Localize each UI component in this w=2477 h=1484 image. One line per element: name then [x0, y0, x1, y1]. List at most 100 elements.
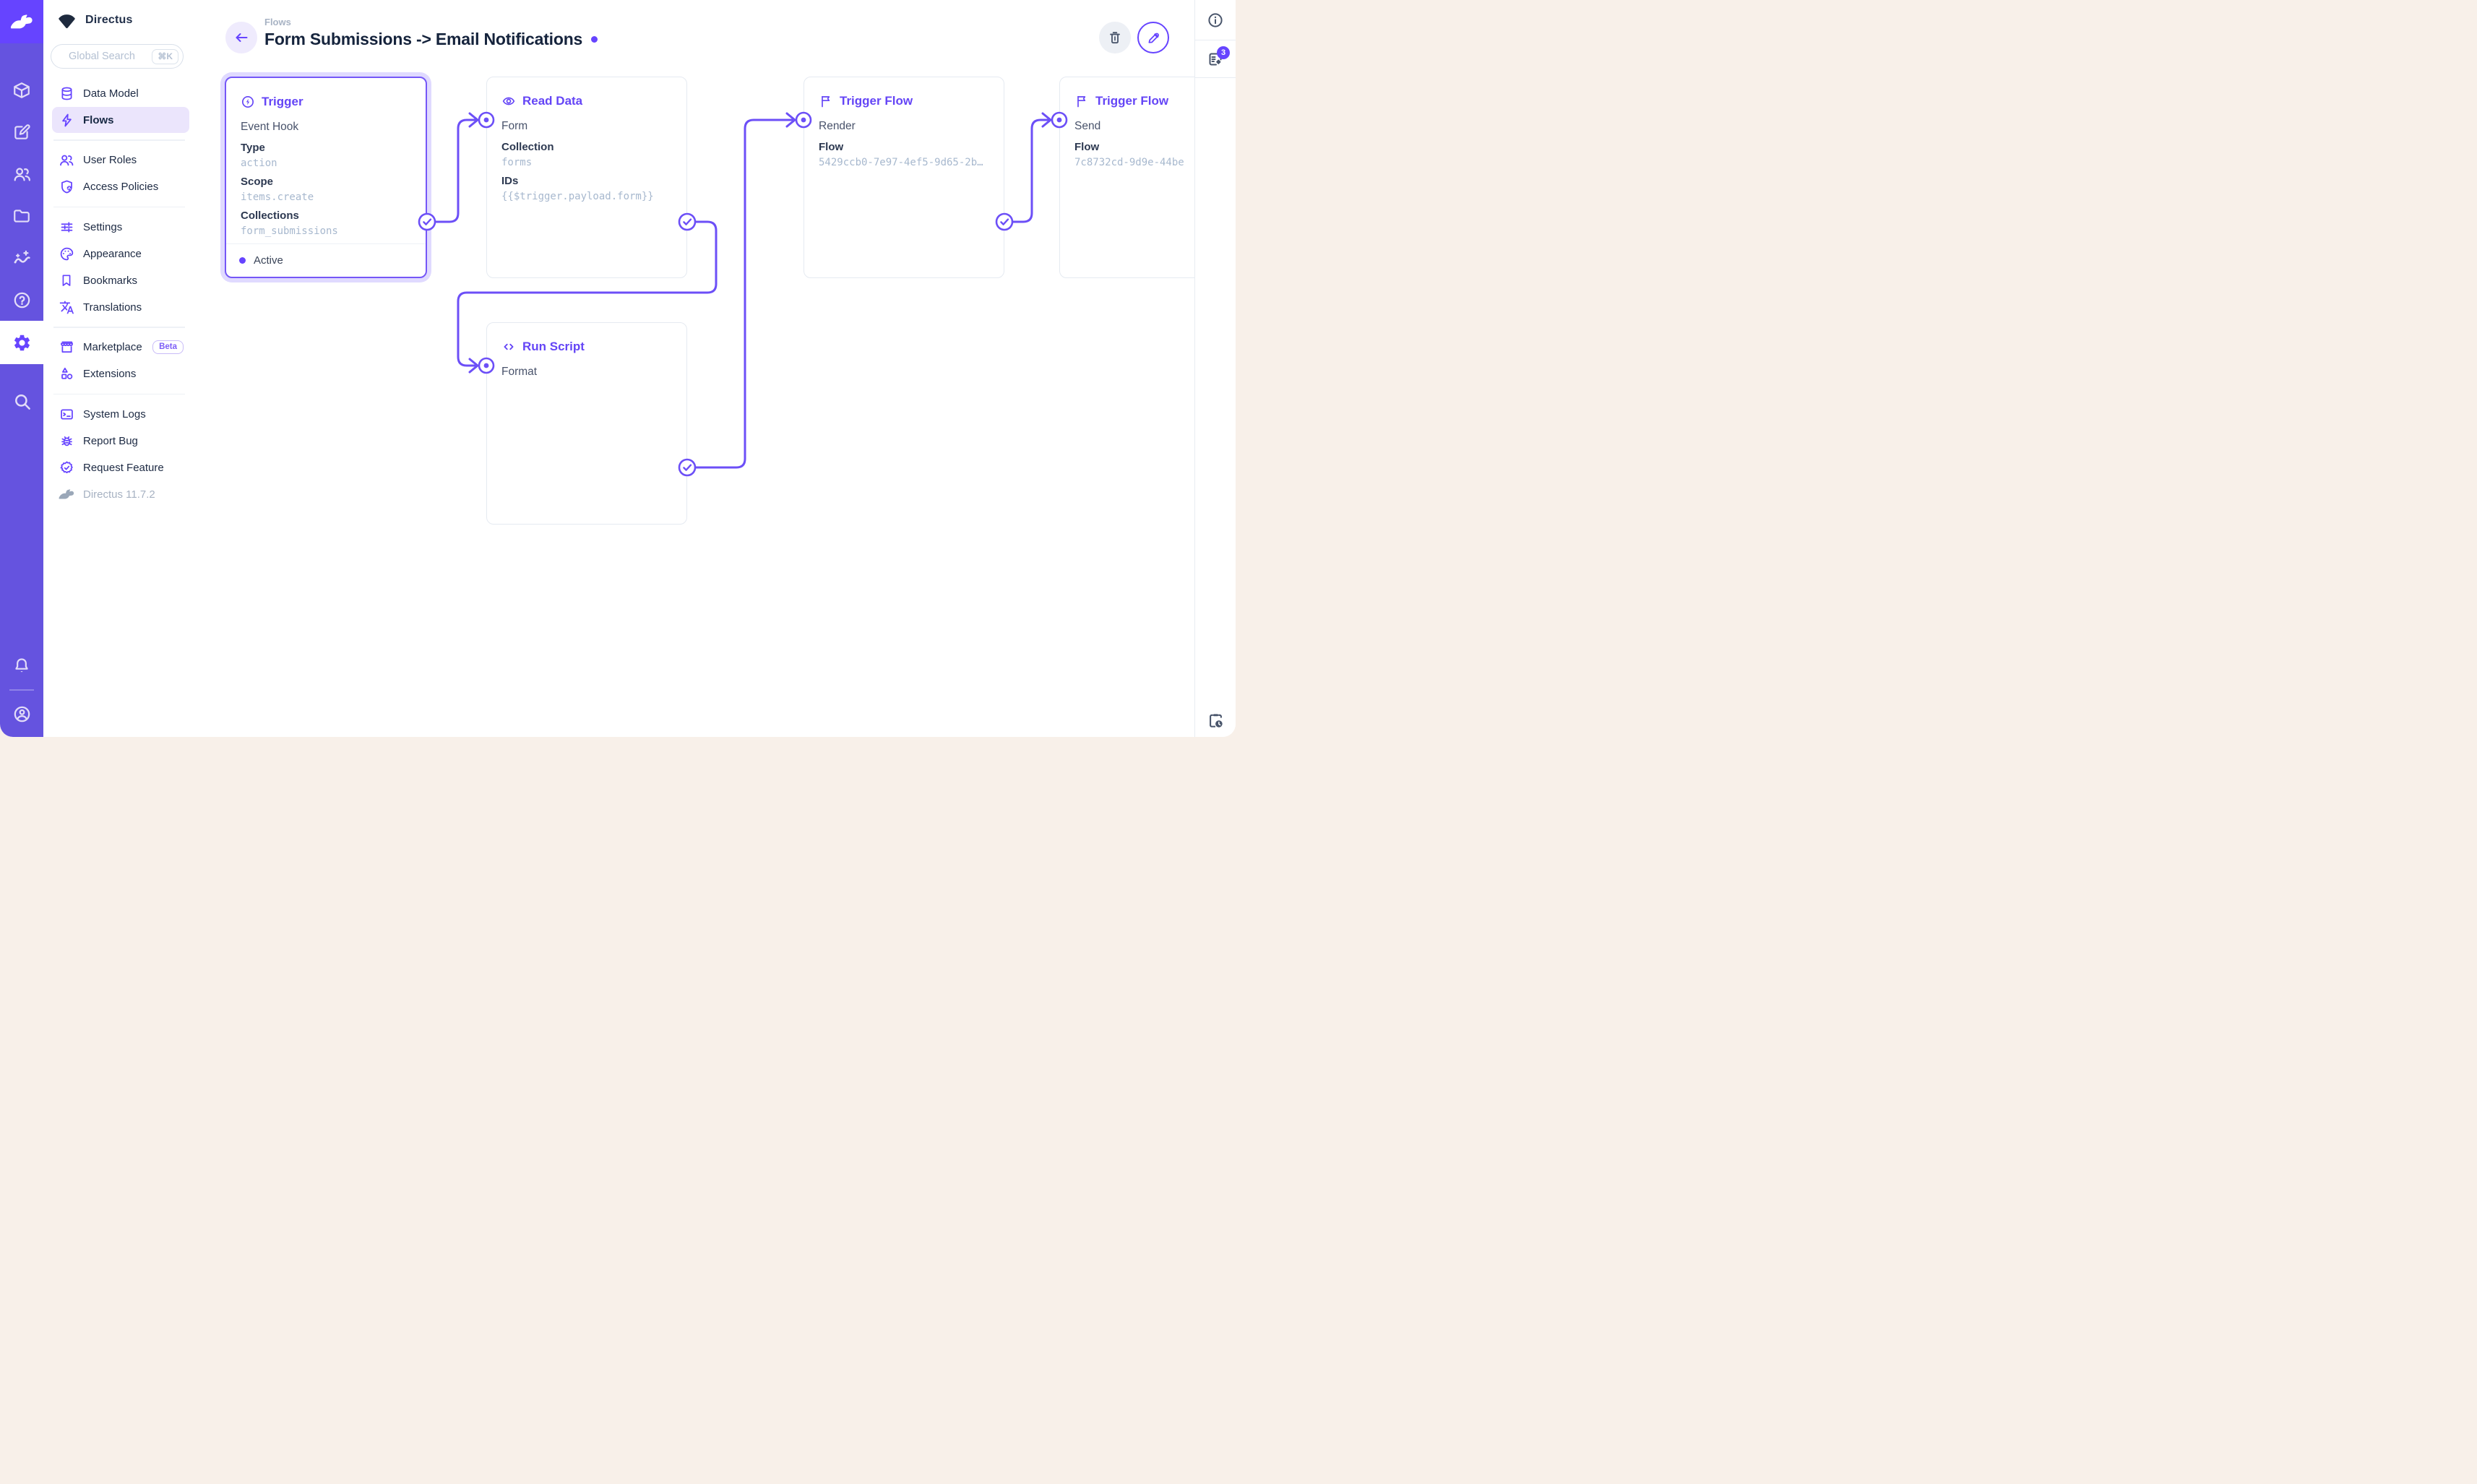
- module-item-editor[interactable]: [0, 111, 43, 153]
- shield-person-icon: [58, 179, 75, 194]
- flow-node-trigger-flow-send[interactable]: Trigger Flow Send Flow 7c8732cd-9d9e-44b…: [1059, 77, 1194, 278]
- flow-node-run-script[interactable]: Run Script Format: [486, 322, 687, 525]
- bolt-circle-icon: [241, 95, 254, 108]
- sidebar-item-label: Marketplace: [83, 341, 142, 353]
- directus-logo-module[interactable]: [0, 0, 43, 43]
- rabbit-gray-icon: [58, 488, 75, 501]
- node-input-label: Format: [501, 366, 538, 378]
- nav-divider: [53, 327, 185, 328]
- bookmark-icon: [58, 273, 75, 288]
- beta-badge: Beta: [152, 340, 184, 354]
- wire-run-script-to-trigger-flow-render: [694, 118, 793, 469]
- node-field: Type action: [241, 142, 277, 169]
- node-field: Scope items.create: [241, 176, 314, 203]
- sidebar-item-label: Access Policies: [83, 181, 159, 193]
- node-field: IDs {{$trigger.payload.form}}: [501, 175, 654, 202]
- translate-icon: [58, 300, 75, 315]
- sidebar-item-data-model[interactable]: Data Model: [52, 80, 189, 106]
- wire-arrowhead: [785, 112, 796, 128]
- flow-node-trigger-flow-render[interactable]: Trigger Flow Render Flow 5429ccb0-7e97-4…: [804, 77, 1004, 278]
- sidebar-item-flows[interactable]: Flows: [52, 107, 189, 133]
- status-label: Active: [254, 254, 283, 267]
- sidebar-item-appearance[interactable]: Appearance: [52, 241, 189, 267]
- app-window: Directus ⌘K Data Model: [0, 0, 1236, 737]
- search-icon: [14, 394, 30, 410]
- delete-flow-button[interactable]: [1099, 22, 1131, 53]
- node-field: Collection forms: [501, 141, 554, 168]
- module-item-user-directory[interactable]: [0, 153, 43, 195]
- sidebar-item-user-roles[interactable]: User Roles: [52, 147, 189, 173]
- help-icon: [14, 292, 30, 308]
- eye-icon: [502, 97, 515, 105]
- nav-divider: [53, 393, 185, 394]
- module-item-insights[interactable]: [0, 237, 43, 279]
- module-bar-divider: [9, 689, 34, 691]
- tune-icon: [58, 220, 75, 235]
- flow-canvas[interactable]: Trigger Event Hook Type action Scope ite…: [195, 0, 1194, 737]
- project-chip[interactable]: Directus: [43, 0, 195, 29]
- module-item-files[interactable]: [0, 195, 43, 237]
- shapes-icon: [58, 366, 75, 381]
- right-sidebar: 3: [1194, 0, 1236, 737]
- node-field: Flow 5429ccb0-7e97-4ef5-9d65-2b…: [819, 141, 983, 168]
- sidebar-item-request-feature[interactable]: Request Feature: [52, 454, 189, 480]
- trash-icon: [1110, 32, 1120, 44]
- sidebar-item-label: Request Feature: [83, 461, 164, 474]
- back-button[interactable]: [225, 22, 257, 53]
- sidebar-item-label: Appearance: [83, 247, 142, 260]
- module-item-search[interactable]: [0, 380, 43, 422]
- sidebar-item-system-logs[interactable]: System Logs: [52, 401, 189, 427]
- sidebar-item-extensions[interactable]: Extensions: [52, 361, 189, 387]
- sidebar-item-bookmarks[interactable]: Bookmarks: [52, 267, 189, 293]
- user-menu-button[interactable]: [0, 698, 43, 730]
- project-logo-icon: [59, 14, 75, 28]
- insights-icon: [14, 250, 30, 263]
- nav-divider: [53, 206, 185, 207]
- sidebar-item-report-bug[interactable]: Report Bug: [52, 428, 189, 454]
- nav-list: Data Model Flows User Roles: [43, 80, 195, 507]
- sidebar-item-access-policies[interactable]: Access Policies: [52, 174, 189, 200]
- module-item-docs[interactable]: [0, 279, 43, 321]
- sidebar-item-label: Bookmarks: [83, 274, 138, 287]
- edit-icon: [14, 124, 30, 139]
- sidebar-item-label: System Logs: [83, 407, 146, 420]
- rabbit-icon: [10, 14, 33, 29]
- node-subtitle: Event Hook: [241, 121, 299, 133]
- edit-flow-button[interactable]: [1137, 22, 1169, 53]
- module-item-content[interactable]: [0, 69, 43, 111]
- arrow-left-icon: [236, 33, 248, 42]
- logs-sidebar-button[interactable]: 3: [1195, 40, 1236, 78]
- nav-sidebar: Directus ⌘K Data Model: [43, 0, 195, 737]
- trigger-status: Active: [226, 243, 426, 277]
- sidebar-item-label: Flows: [83, 113, 114, 126]
- pending-revisions-button[interactable]: [1195, 712, 1236, 730]
- users-icon: [14, 167, 30, 181]
- module-item-settings[interactable]: [0, 321, 43, 364]
- project-name: Directus: [85, 14, 133, 26]
- wire-arrowhead: [468, 112, 479, 128]
- info-sidebar-button[interactable]: [1195, 0, 1236, 40]
- sidebar-item-version: Directus 11.7.2: [52, 481, 189, 507]
- global-search[interactable]: ⌘K: [51, 44, 184, 69]
- flag-icon: [1077, 95, 1086, 108]
- node-input-label: Send: [1074, 120, 1101, 132]
- info-icon: [1208, 12, 1223, 27]
- clipboard-clock-icon: [1209, 714, 1223, 728]
- flow-node-read-data[interactable]: Read Data Form Collection forms IDs {{$t…: [486, 77, 687, 278]
- flow-node-trigger[interactable]: Trigger Event Hook Type action Scope ite…: [225, 77, 427, 278]
- sidebar-item-label: Extensions: [83, 368, 137, 380]
- logs-count-badge: 3: [1217, 46, 1230, 59]
- notifications-button[interactable]: [0, 650, 43, 682]
- search-shortcut-badge: ⌘K: [152, 48, 178, 64]
- node-field: Collections form_submissions: [241, 210, 338, 237]
- flow-editor: Flows Form Submissions -> Email Notifica…: [195, 0, 1194, 737]
- sidebar-item-marketplace[interactable]: Marketplace Beta: [52, 335, 189, 361]
- search-input[interactable]: [69, 51, 141, 62]
- node-input-label: Render: [819, 120, 856, 132]
- sidebar-item-settings[interactable]: Settings: [52, 214, 189, 240]
- node-title: Trigger: [241, 92, 411, 111]
- sidebar-item-label: Translations: [83, 301, 142, 314]
- sidebar-item-translations[interactable]: Translations: [52, 294, 189, 320]
- node-title: Trigger Flow: [1074, 92, 1194, 111]
- palette-icon: [58, 246, 75, 262]
